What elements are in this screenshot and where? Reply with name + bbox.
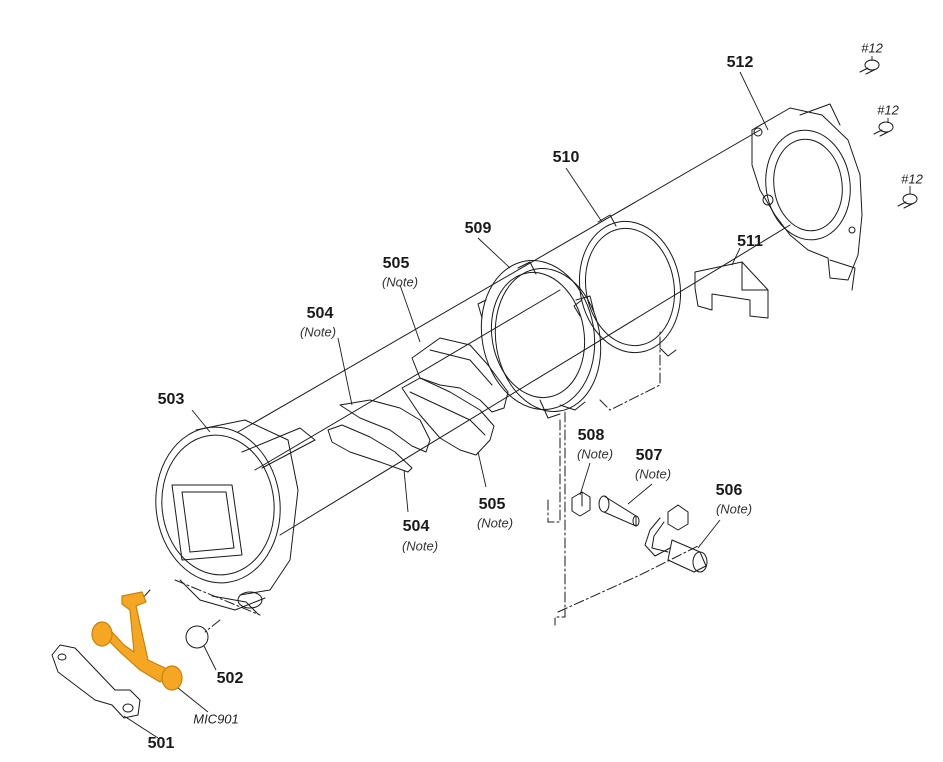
part-506-motor (644, 504, 708, 573)
part-510-ring (573, 214, 682, 357)
note-504-lower: (Note) (401, 538, 439, 554)
label-504-upper: 504 (306, 305, 334, 322)
assembly-axis-line-mid (254, 289, 561, 471)
label-mic901: MIC901 (193, 711, 239, 727)
part-505-blade-upper (411, 337, 509, 413)
note-504-upper: (Note) (299, 324, 337, 340)
part-504-blade-lower (327, 424, 413, 473)
leader-lines (123, 56, 911, 739)
label-screw-1: #12 (861, 40, 883, 56)
part-501-plate (51, 644, 141, 719)
label-501: 501 (147, 735, 175, 752)
label-505-upper: 505 (382, 255, 410, 272)
label-511: 511 (737, 233, 763, 250)
label-screw-2: #12 (877, 102, 899, 118)
label-512: 512 (726, 54, 754, 71)
part-512-rear-plate (751, 103, 863, 291)
part-504-blade-upper (339, 399, 431, 453)
assembly-axis-line-lower (279, 224, 791, 536)
screw-2 (873, 121, 894, 137)
label-506: 506 (715, 482, 743, 499)
label-503: 503 (157, 391, 185, 408)
assembly-axis-line-upper (237, 129, 761, 433)
screw-1 (859, 59, 880, 75)
part-509-ring-frame (477, 260, 602, 419)
note-505-upper: (Note) (381, 274, 419, 290)
note-506: (Note) (715, 501, 753, 517)
note-508: (Note) (576, 446, 614, 462)
part-505-blade-lower (401, 377, 495, 456)
label-508: 508 (577, 427, 605, 444)
label-510: 510 (552, 149, 580, 166)
note-505-lower: (Note) (476, 515, 514, 531)
label-502: 502 (216, 670, 244, 687)
label-504-lower: 504 (402, 518, 430, 535)
part-511-bracket (694, 261, 769, 319)
note-507: (Note) (634, 466, 672, 482)
label-screw-3: #12 (901, 171, 923, 187)
screw-3 (897, 193, 918, 209)
part-502-round-part (185, 625, 209, 649)
part-508-connector (571, 491, 591, 517)
label-507: 507 (635, 447, 663, 464)
label-505-lower: 505 (478, 496, 506, 513)
mic901-flex-part (91, 591, 183, 691)
label-509: 509 (464, 220, 492, 237)
guide-lines (131, 329, 701, 633)
part-507-shaft (598, 495, 640, 527)
part-503-lens-barrel (155, 419, 316, 615)
